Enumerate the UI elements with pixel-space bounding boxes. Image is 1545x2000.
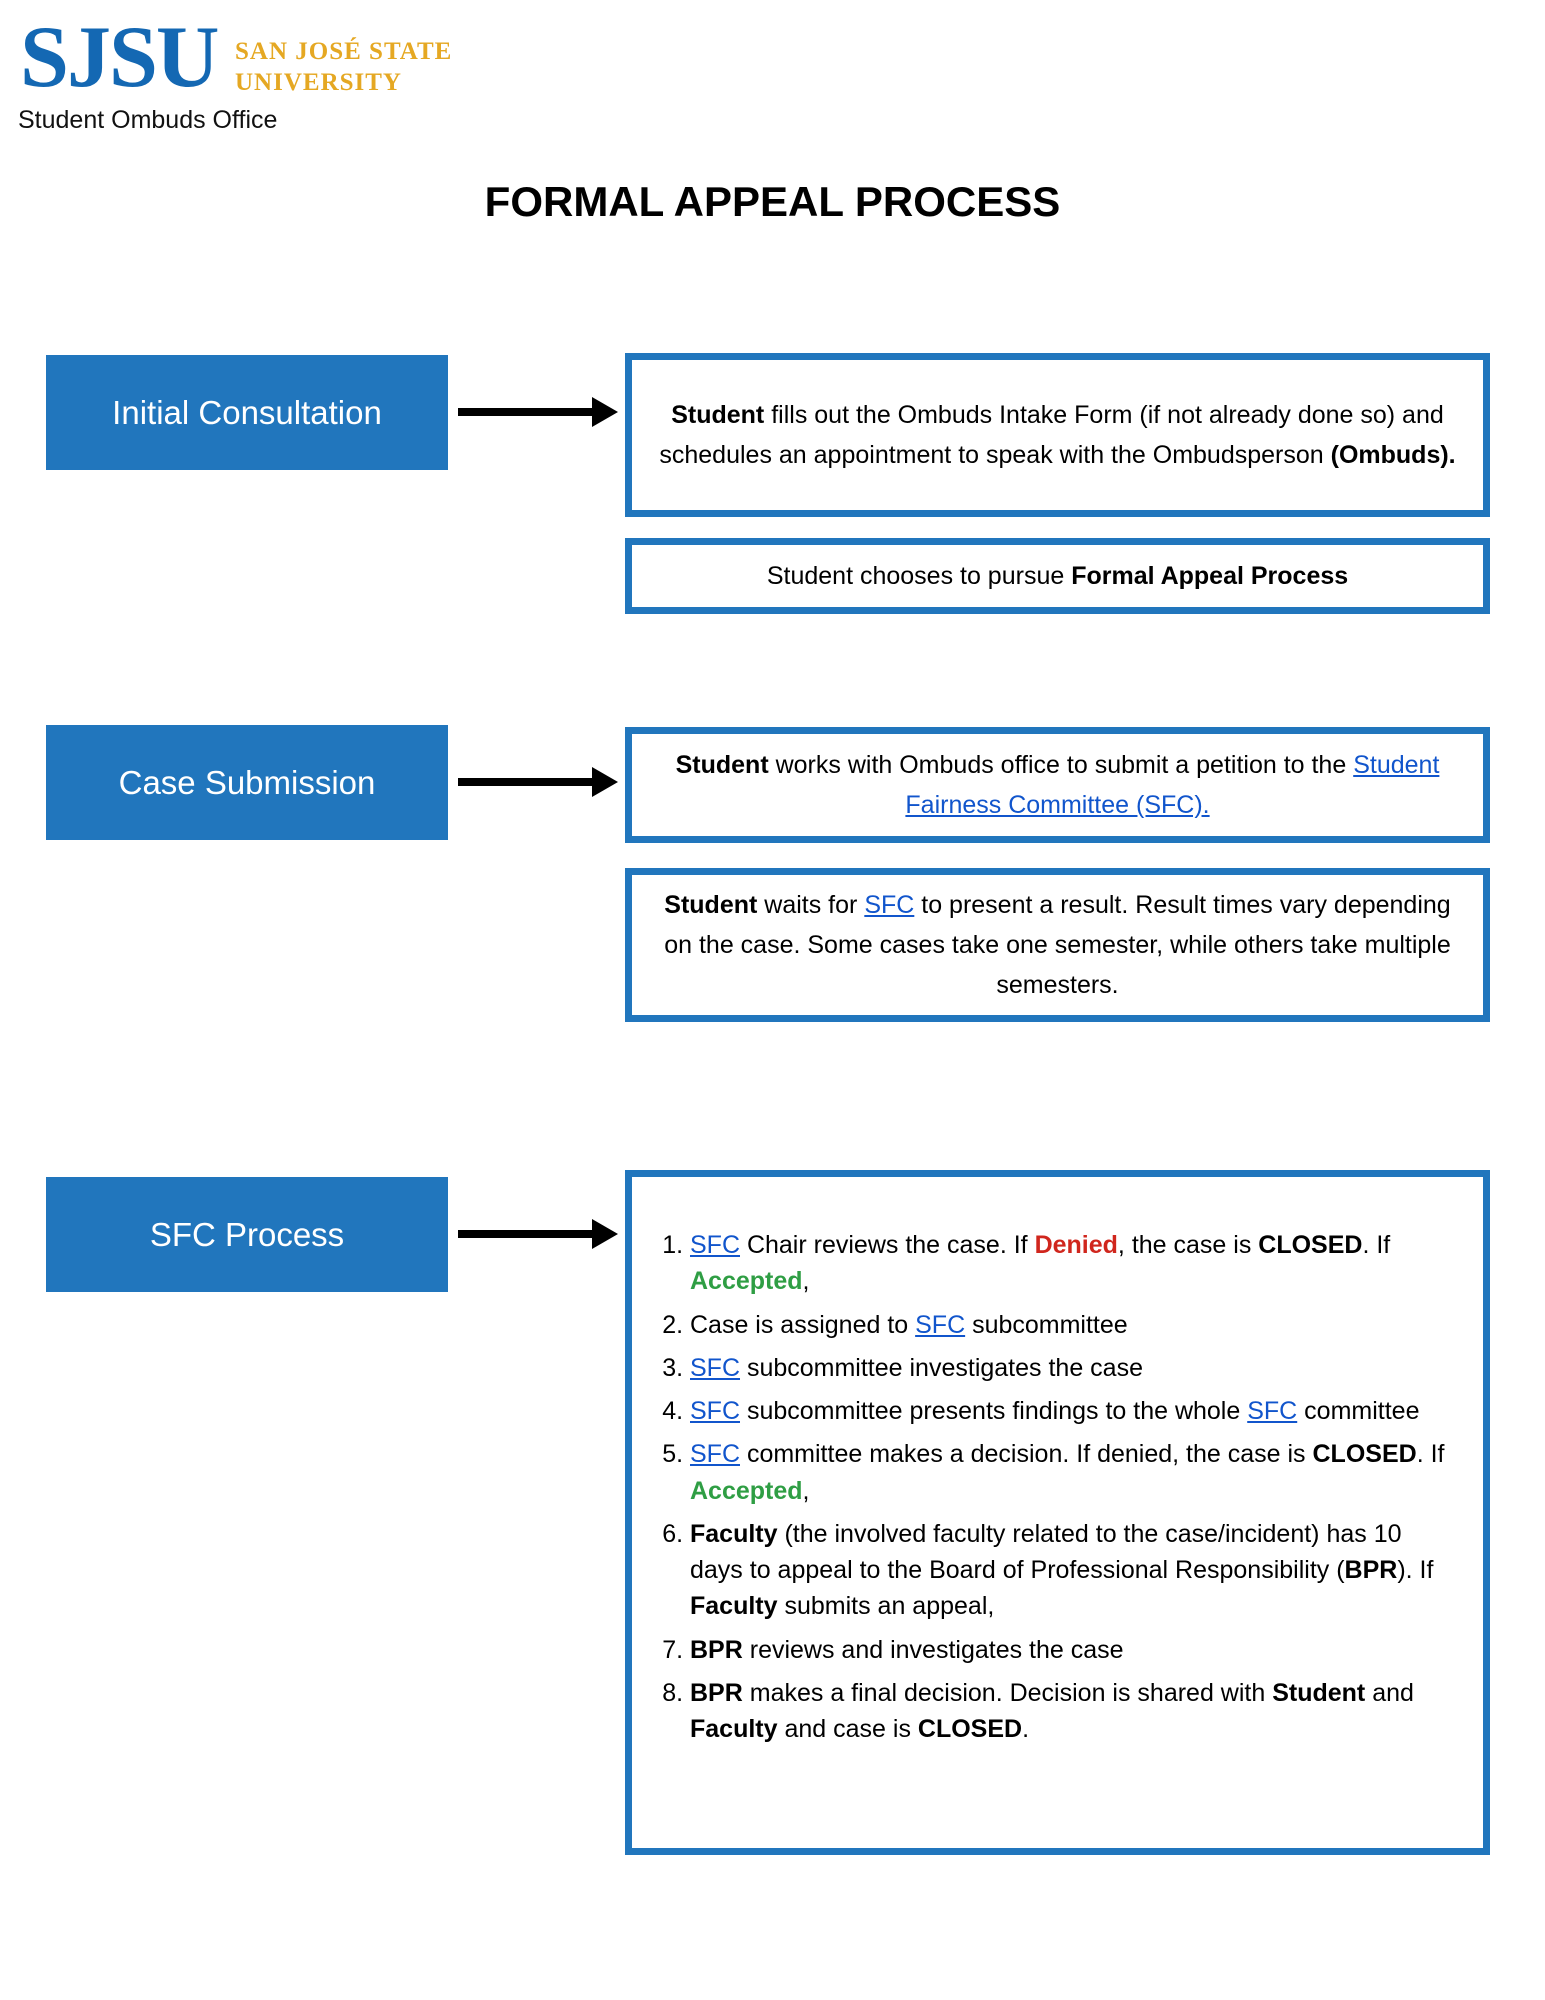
text-segment: CLOSED (917, 1715, 1023, 1743)
step-box-sfc-process-list: SFC Chair reviews the case. If Denied, t… (625, 1170, 1490, 1855)
text-segment: Student (675, 751, 769, 779)
text-segment: Student chooses to pursue (766, 562, 1072, 590)
text-segment: BPR (690, 1635, 743, 1664)
stage-case-submission: Case Submission (46, 725, 448, 840)
step-text: Student chooses to pursue Formal Appeal … (745, 556, 1370, 596)
text-segment: , (802, 1476, 810, 1505)
text-segment: fills out the Ombuds Intake Form (if not… (659, 401, 1444, 469)
page-title: FORMAL APPEAL PROCESS (484, 178, 1061, 225)
text-segment: subcommittee investigates the case (740, 1353, 1143, 1382)
arrow-right-icon (458, 767, 618, 797)
sfc-link[interactable]: SFC (690, 1353, 740, 1382)
step-box-submit-petition: Student works with Ombuds office to subm… (625, 727, 1490, 843)
list-item: SFC Chair reviews the case. If Denied, t… (690, 1227, 1457, 1300)
step-box-wait-result: Student waits for SFC to present a resul… (625, 868, 1490, 1022)
office-name: Student Ombuds Office (18, 106, 278, 134)
sfc-link[interactable]: SFC (915, 1310, 966, 1339)
step-text: Student waits for SFC to present a resul… (632, 885, 1483, 1005)
text-segment: . If (1362, 1231, 1391, 1259)
list-item: SFC committee makes a decision. If denie… (690, 1436, 1457, 1509)
sfc-link[interactable]: SFC (690, 1397, 740, 1425)
text-segment: Faculty (690, 1592, 778, 1621)
list-item: Faculty (the involved faculty related to… (690, 1516, 1457, 1625)
stage-initial-consultation: Initial Consultation (46, 355, 448, 470)
sfc-link[interactable]: SFC (690, 1231, 740, 1259)
text-segment: subcommittee presents findings to the wh… (740, 1397, 1248, 1425)
list-item: Case is assigned to SFC subcommittee (690, 1307, 1457, 1343)
text-segment: (the involved faculty related to the cas… (690, 1519, 1402, 1584)
text-segment: CLOSED (1312, 1440, 1417, 1469)
text-segment: Formal Appeal Process (1071, 562, 1349, 590)
text-segment: reviews and investigates the case (742, 1635, 1124, 1664)
sjsu-logo-wordmark-line2: UNIVERSITY (235, 69, 402, 96)
text-segment: and case is (777, 1715, 918, 1743)
sfc-process-steps: SFC Chair reviews the case. If Denied, t… (648, 1227, 1457, 1754)
text-segment: works with Ombuds office to submit a pet… (768, 751, 1354, 779)
text-segment: Student (1272, 1678, 1366, 1707)
text-segment: submits an appeal, (777, 1592, 995, 1621)
text-segment: CLOSED (1258, 1231, 1363, 1259)
text-segment: . (1022, 1715, 1030, 1743)
arrow-right-icon (458, 1219, 618, 1249)
text-segment: committee makes a decision. If denied, t… (740, 1440, 1313, 1469)
step-text: Student works with Ombuds office to subm… (632, 745, 1483, 825)
step-box-choose-formal-appeal: Student chooses to pursue Formal Appeal … (625, 538, 1490, 614)
text-segment: to present a result. Result times vary d… (664, 891, 1451, 999)
text-segment: , (802, 1267, 810, 1296)
text-segment: waits for (757, 891, 865, 919)
text-segment: Case is assigned to (690, 1310, 916, 1339)
text-segment: BPR (690, 1678, 743, 1707)
text-segment: ). If (1397, 1556, 1434, 1584)
text-segment: Chair reviews the case. If (740, 1231, 1035, 1259)
step-text: Student fills out the Ombuds Intake Form… (632, 395, 1483, 475)
list-item: SFC subcommittee presents findings to th… (690, 1393, 1457, 1429)
list-item: BPR reviews and investigates the case (690, 1632, 1457, 1668)
text-segment: , the case is (1117, 1231, 1259, 1259)
text-segment: committee (1297, 1397, 1420, 1425)
sjsu-logo: SJSU (20, 9, 219, 106)
arrow-right-icon (458, 397, 618, 427)
text-segment: Faculty (690, 1519, 778, 1548)
text-segment: . If (1416, 1440, 1445, 1469)
sjsu-logo-wordmark: SAN JOSÉ STATE UNIVERSITY (235, 36, 452, 98)
list-item: SFC subcommittee investigates the case (690, 1350, 1457, 1386)
text-segment: Faculty (690, 1715, 778, 1743)
text-segment: Denied (1034, 1231, 1118, 1259)
sfc-link[interactable]: SFC (1247, 1397, 1298, 1425)
step-box-intake-form: Student fills out the Ombuds Intake Form… (625, 353, 1490, 517)
text-segment: Accepted (690, 1476, 803, 1505)
text-segment: Student (671, 401, 765, 429)
sfc-link[interactable]: SFC (690, 1440, 740, 1469)
text-segment: subcommittee (965, 1310, 1128, 1339)
text-segment: Accepted (690, 1267, 803, 1296)
sfc-link[interactable]: SFC (864, 891, 915, 919)
list-item: BPR makes a final decision. Decision is … (690, 1675, 1457, 1748)
stage-label: Case Submission (118, 763, 376, 801)
text-segment: Student (664, 891, 758, 919)
stage-label: SFC Process (149, 1215, 345, 1253)
sfc-link[interactable]: Student Fairness Committee (SFC). (905, 751, 1440, 819)
sjsu-logo-wordmark-line1: SAN JOSÉ STATE (235, 38, 453, 65)
text-segment: BPR (1344, 1556, 1398, 1584)
stage-sfc-process: SFC Process (46, 1177, 448, 1292)
text-segment: (Ombuds). (1330, 441, 1456, 469)
stage-label: Initial Consultation (112, 393, 382, 431)
text-segment: and (1365, 1678, 1414, 1707)
text-segment: makes a final decision. Decision is shar… (742, 1678, 1273, 1707)
